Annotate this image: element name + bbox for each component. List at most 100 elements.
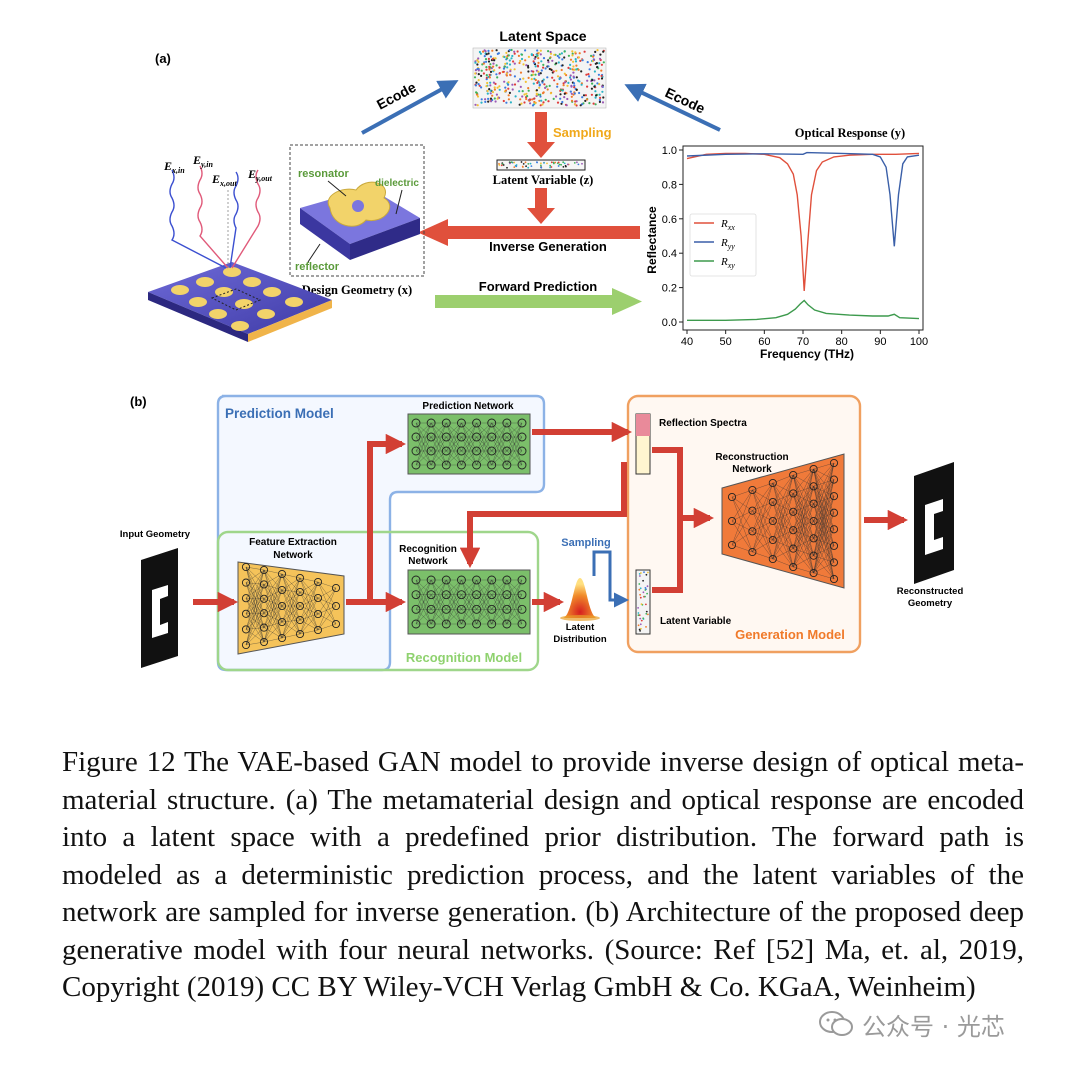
noise-dot — [592, 55, 595, 58]
network-edge — [299, 605, 319, 631]
noise-dot — [558, 77, 561, 80]
noise-dot — [568, 76, 572, 79]
network-node — [259, 609, 269, 618]
noise-dot — [473, 76, 477, 79]
noise-dot — [571, 50, 574, 53]
noise-dot — [488, 68, 491, 71]
network-edge — [813, 462, 835, 504]
noise-dot — [505, 101, 508, 104]
noise-dot — [477, 57, 480, 60]
noise-dot — [542, 63, 545, 66]
network-edge — [731, 520, 753, 553]
network-node — [411, 432, 421, 442]
network-edge — [506, 422, 523, 466]
metasurface-illustration — [148, 165, 332, 342]
noise-dot — [637, 607, 639, 609]
noise-dot — [644, 587, 647, 589]
noise-dot — [637, 614, 640, 617]
network-edge — [299, 591, 319, 631]
noise-dot — [560, 163, 562, 166]
noise-dot — [527, 163, 530, 165]
network-edge — [263, 589, 283, 643]
prediction-model-label: Prediction Model — [225, 406, 334, 421]
noise-dot — [562, 161, 565, 164]
noise-dot — [535, 92, 538, 95]
noise-dot — [508, 59, 511, 62]
network-node — [411, 418, 421, 428]
network-edge — [461, 422, 477, 452]
noise-dot — [566, 84, 569, 87]
network-edge — [793, 548, 814, 574]
noise-dot — [525, 92, 528, 95]
network-node — [426, 446, 436, 456]
noise-dot — [562, 82, 565, 85]
network-edge — [415, 579, 432, 595]
network-edge — [299, 581, 319, 635]
network-edge — [793, 520, 814, 568]
network-edge — [772, 482, 794, 531]
watermark: 公众号 · 光芯 — [818, 1004, 1058, 1044]
network-edge — [752, 501, 773, 532]
noise-dot — [491, 94, 494, 97]
network-edge — [813, 512, 835, 574]
network-node — [789, 489, 798, 498]
x-tick-label: 60 — [758, 336, 770, 348]
noise-dot — [546, 76, 549, 79]
noise-dot — [552, 97, 555, 100]
down-arrow-shaft — [535, 188, 547, 212]
network-edge — [813, 503, 835, 530]
network-edge — [491, 579, 507, 625]
noise-dot — [588, 102, 591, 105]
legend-label-xy: Rxy — [720, 256, 735, 270]
noise-dot — [534, 102, 537, 105]
network-edge — [813, 468, 835, 513]
noise-dot — [488, 73, 491, 76]
network-edge — [431, 579, 447, 595]
network-edge — [263, 569, 283, 575]
network-node — [472, 460, 482, 470]
noise-dot — [569, 58, 573, 61]
noise-dot — [482, 72, 485, 75]
network-edge — [446, 422, 462, 438]
noise-dot — [575, 76, 578, 79]
dielectric-label: dielectric — [375, 178, 419, 189]
network-edge — [245, 582, 265, 585]
noise-dot — [558, 56, 561, 59]
noise-dot — [513, 50, 516, 53]
network-node — [313, 577, 323, 587]
resonator-hole — [352, 200, 364, 212]
noise-dot — [576, 161, 578, 164]
noise-dot — [567, 54, 571, 57]
network-node — [411, 446, 421, 456]
noise-dot — [524, 49, 527, 52]
noise-dot — [640, 572, 642, 574]
noise-dot — [486, 89, 489, 93]
noise-dot — [647, 613, 649, 616]
noise-dot — [586, 85, 589, 88]
network-node — [426, 432, 436, 442]
network-edge — [245, 566, 265, 571]
reflection-spectra-label: Reflection Spectra — [659, 418, 747, 429]
network-node — [809, 464, 818, 474]
sampling-label-b: Sampling — [561, 537, 611, 549]
network-edge — [245, 598, 265, 630]
reconstruction-network-label-1: Reconstruction — [715, 452, 788, 463]
network-edge — [752, 510, 773, 541]
noise-dot — [536, 65, 540, 68]
noise-dot — [593, 85, 596, 88]
network-edge — [491, 436, 507, 466]
noise-dot — [602, 50, 605, 53]
x-tick-label: 80 — [836, 336, 848, 348]
noise-dot — [532, 82, 535, 85]
noise-dot — [505, 62, 509, 65]
noise-dot — [534, 55, 537, 59]
noise-dot — [588, 68, 591, 71]
noise-dot — [574, 103, 577, 106]
noise-dot — [596, 49, 599, 52]
network-node — [829, 508, 839, 517]
noise-dot — [645, 612, 648, 615]
network-edge — [752, 489, 773, 560]
noise-dot — [519, 59, 522, 63]
noise-dot — [597, 73, 601, 76]
network-edge — [752, 489, 773, 541]
